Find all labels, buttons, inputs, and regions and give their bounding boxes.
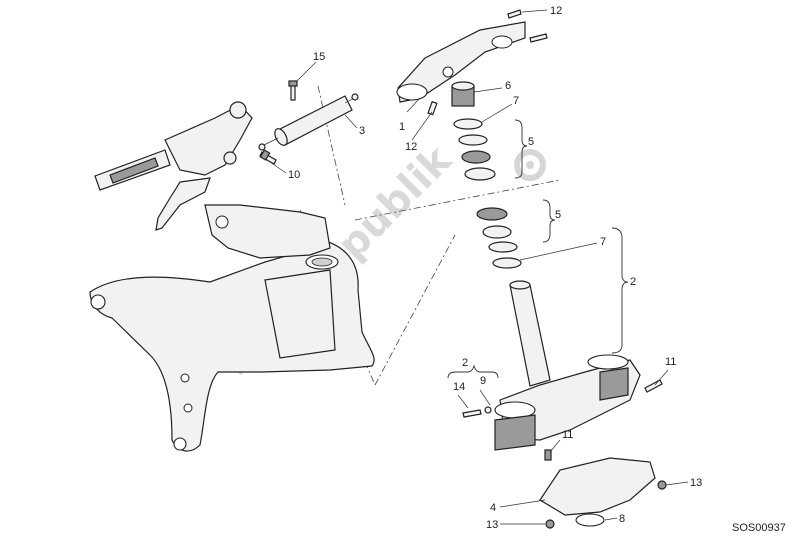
braces: [447, 119, 629, 379]
callout-7-lower: 7: [600, 236, 606, 248]
callout-11-right: 11: [665, 356, 676, 368]
callout-5-upper: 5: [528, 136, 534, 148]
callout-13-lower: 13: [486, 519, 498, 531]
bolt-12-top: [507, 9, 548, 43]
bolt-10: [259, 149, 277, 165]
callout-11-lower: 11: [562, 429, 573, 441]
callout-6: 6: [505, 80, 511, 92]
callout-9: 9: [480, 375, 486, 387]
callout-4: 4: [490, 502, 496, 514]
bolt-14-9: [462, 406, 492, 418]
callout-12-top: 12: [550, 5, 562, 17]
callout-13-right: 13: [690, 477, 702, 489]
callout-5-lower: 5: [555, 209, 561, 221]
watermark-gear-icon: [514, 149, 546, 181]
bolt-12-side: [427, 100, 438, 116]
handlebar-lever-assembly: [94, 101, 253, 231]
callout-14: 14: [453, 381, 465, 393]
callout-labels: 12 15 6 7 1 12 3 5 10 5 7 2 11 2 14 9 11…: [288, 5, 702, 531]
callout-2-stem: 2: [630, 276, 636, 288]
callout-3: 3: [359, 125, 365, 137]
lower-bearing-stack: [476, 207, 522, 269]
bolt-11: [544, 379, 663, 461]
drawing-code: SOS00937: [732, 522, 786, 534]
callout-12-side: 12: [405, 141, 417, 153]
callout-1: 1: [399, 121, 405, 133]
lower-triple-clamp: [494, 280, 641, 451]
frame: [89, 204, 375, 452]
callout-2-group: 2: [462, 357, 468, 369]
bolt-13: [545, 480, 667, 529]
gasket: [575, 513, 605, 527]
upper-triple-clamp: [396, 21, 526, 103]
bolt-15: [288, 80, 298, 101]
callout-10: 10: [288, 169, 300, 181]
leader-lines: [269, 9, 689, 525]
upper-bearing-stack: [453, 118, 496, 181]
callout-15: 15: [313, 51, 325, 63]
steering-damper: [258, 93, 359, 151]
steering-nut: [451, 81, 475, 107]
callout-7-upper: 7: [513, 95, 519, 107]
callout-8: 8: [619, 513, 625, 525]
lower-cover: [539, 457, 656, 516]
